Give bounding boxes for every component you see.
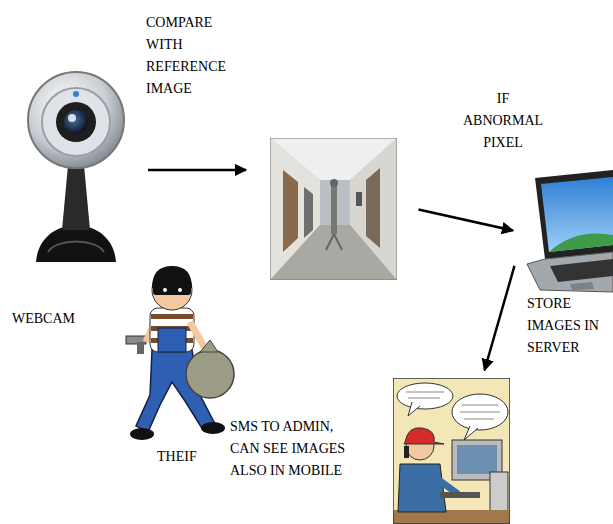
thief-illustration [150,308,194,352]
laptop-illustration [535,170,613,259]
corridor-photo [331,186,337,234]
admin-cartoon [397,383,453,409]
flow-arrow [485,266,515,370]
thief-illustration [126,266,234,440]
thief-illustration [178,288,182,292]
webcam-illustration [28,72,124,168]
admin-cartoon [460,405,500,419]
laptop-illustration [527,252,613,292]
illustration-node: WEBCAM [28,68,128,268]
thief-illustration [152,266,192,288]
thief-illustration [130,428,154,440]
webcam-illustration [64,110,88,134]
admin-cartoon [457,445,497,474]
thief-illustration [137,342,144,354]
thief-illustration [153,286,191,295]
admin-cartoon [406,392,444,398]
caption-text: THEIF [157,446,237,468]
admin-cartoon [393,378,510,524]
admin-cartoon [393,378,510,524]
caption-text: SMS TO ADMIN, CAN SEE IMAGES ALSO IN MOB… [230,416,355,482]
illustration-node [270,138,397,280]
webcam-illustration [56,102,96,142]
illustration-node: STORE IMAGES IN SERVER [515,172,613,290]
admin-cartoon [393,378,510,524]
corridor-photo [304,187,313,238]
corridor-photo [330,179,338,187]
admin-cartoon [404,428,444,444]
webcam-illustration [28,72,124,262]
thief-illustration [201,422,225,434]
admin-cartoon [398,464,446,512]
admin-cartoon [452,394,508,430]
webcam-illustration [42,88,110,156]
webcam-illustration [73,91,79,97]
webcam-illustration [62,165,90,230]
webcam-illustration [48,242,104,253]
laptop-illustration [527,170,613,292]
corridor-photo [366,168,380,248]
illustration-node: SMS TO ADMIN, CAN SEE IMAGES ALSO IN MOB… [392,376,510,524]
edge-label: IF ABNORMAL PIXEL [458,88,548,154]
laptop-illustration [570,282,594,290]
thief-illustration [186,350,234,398]
corridor-photo [270,138,397,280]
admin-cartoon [464,426,478,440]
corridor-photo [270,138,397,280]
caption-text: STORE IMAGES IN SERVER [527,293,612,359]
corridor-photo [270,138,397,280]
caption-text: WEBCAM [12,308,122,330]
edge-label: COMPARE WITH REFERENCE IMAGE [146,12,246,100]
admin-cartoon [408,402,420,416]
flow-arrow [148,169,246,172]
thief-illustration [163,288,167,292]
laptop-illustration [541,177,613,252]
thief-illustration [190,322,206,350]
laptop-illustration [549,233,613,252]
webcam-illustration [36,225,116,262]
illustration-node: THEIF [125,248,225,446]
corridor-photo [283,170,298,252]
thief-illustration [200,340,218,352]
thief-illustration [158,328,186,352]
corridor-photo [326,234,342,250]
flow-arrow [418,210,513,231]
admin-cartoon [436,478,458,494]
laptop-illustration [550,259,613,282]
admin-cartoon [404,446,409,458]
webcam-illustration [68,114,76,122]
admin-cartoon [440,492,480,498]
corridor-photo [356,192,362,206]
thief-illustration [151,314,193,319]
